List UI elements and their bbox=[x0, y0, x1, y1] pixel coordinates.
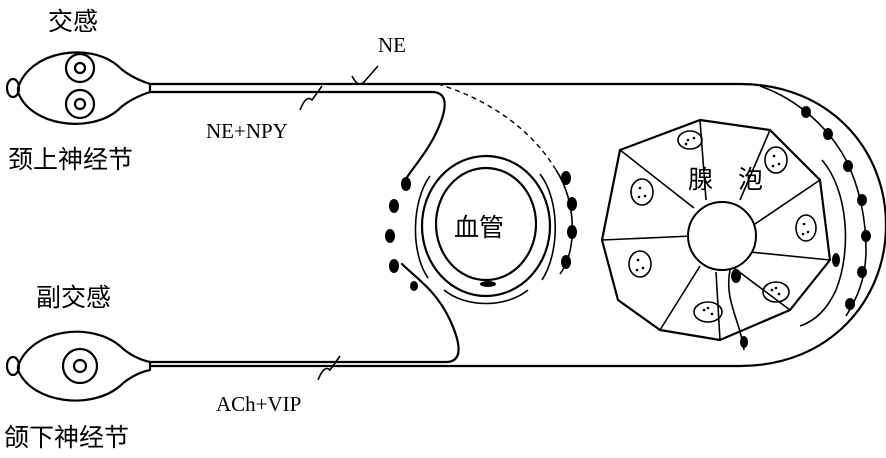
outer-cell bbox=[799, 159, 847, 327]
label-acinus-1: 腺 bbox=[688, 165, 713, 194]
label-ne: NE bbox=[378, 33, 406, 57]
label-superior-cervical-ganglion: 颈上神经节 bbox=[8, 145, 133, 174]
vessel-varicosities-left bbox=[385, 177, 418, 291]
sympathetic-nerve-fiber bbox=[148, 90, 446, 184]
ne-npy-marker bbox=[299, 85, 323, 111]
nuclei-dots bbox=[635, 136, 810, 316]
label-submandibular-ganglion: 颌下神经节 bbox=[4, 423, 129, 452]
label-sympathetic: 交感 bbox=[48, 7, 98, 36]
label-ach-vip: ACh+VIP bbox=[216, 392, 301, 416]
label-blood-vessel: 血管 bbox=[454, 213, 504, 242]
inner-varicosity-2 bbox=[740, 336, 748, 348]
parasympathetic-nerve-fiber bbox=[148, 262, 460, 364]
label-acinus-2: 泡 bbox=[738, 165, 763, 194]
superior-cervical-ganglion-shape bbox=[5, 51, 152, 125]
submandibular-ganglion-shape bbox=[5, 330, 152, 402]
blood-vessel: 血管 bbox=[414, 154, 557, 305]
ne-marker bbox=[351, 65, 379, 85]
acinar-nuclei bbox=[628, 130, 817, 323]
vessel-varicosities-right bbox=[555, 169, 577, 275]
label-ne-npy: NE+NPY bbox=[206, 119, 288, 143]
ach-vip-marker bbox=[317, 355, 341, 381]
acinus-varicosities bbox=[801, 106, 871, 310]
label-parasympathetic: 副交感 bbox=[36, 283, 111, 312]
inner-varicosity bbox=[731, 269, 741, 283]
tissue-outline bbox=[148, 82, 886, 368]
acinus: 腺 泡 bbox=[600, 118, 832, 342]
ne-dashed-fiber bbox=[437, 83, 557, 171]
